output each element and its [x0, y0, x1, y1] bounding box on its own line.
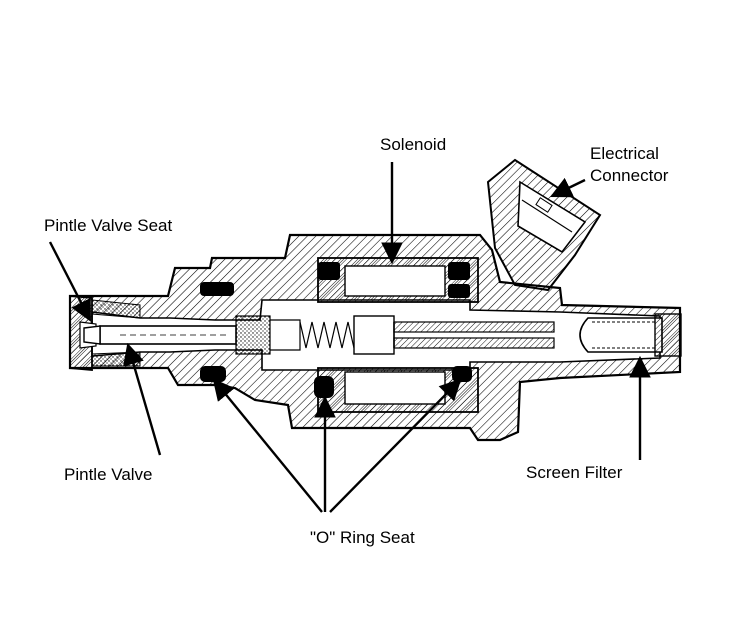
leader-o-ring-right: [329, 378, 462, 513]
label-electrical-connector-line1: Electrical: [590, 144, 659, 163]
leader-pintle-valve: [123, 342, 162, 456]
label-screen-filter: Screen Filter: [526, 463, 623, 482]
o-ring-lower-middle: [314, 376, 334, 398]
leader-electrical-connector: [550, 177, 586, 198]
label-pintle-valve-seat: Pintle Valve Seat: [44, 216, 173, 235]
label-pintle-valve: Pintle Valve: [64, 465, 153, 484]
leader-pintle-valve-seat: [48, 241, 92, 322]
pintle-valve-shaft: [83, 325, 237, 345]
armature-and-spring: [235, 315, 555, 355]
electrical-connector-housing: [486, 158, 602, 292]
screen-filter: [579, 313, 682, 357]
leader-lines: [48, 162, 651, 513]
label-electrical-connector-line2: Connector: [590, 166, 669, 185]
o-ring-lower-right: [452, 366, 472, 382]
o-ring-seals: [200, 262, 472, 398]
label-solenoid: Solenoid: [380, 135, 447, 154]
o-ring-lower-left: [200, 366, 226, 382]
label-o-ring-seat: "O" Ring Seat: [310, 528, 415, 547]
leader-o-ring-left: [212, 378, 323, 513]
